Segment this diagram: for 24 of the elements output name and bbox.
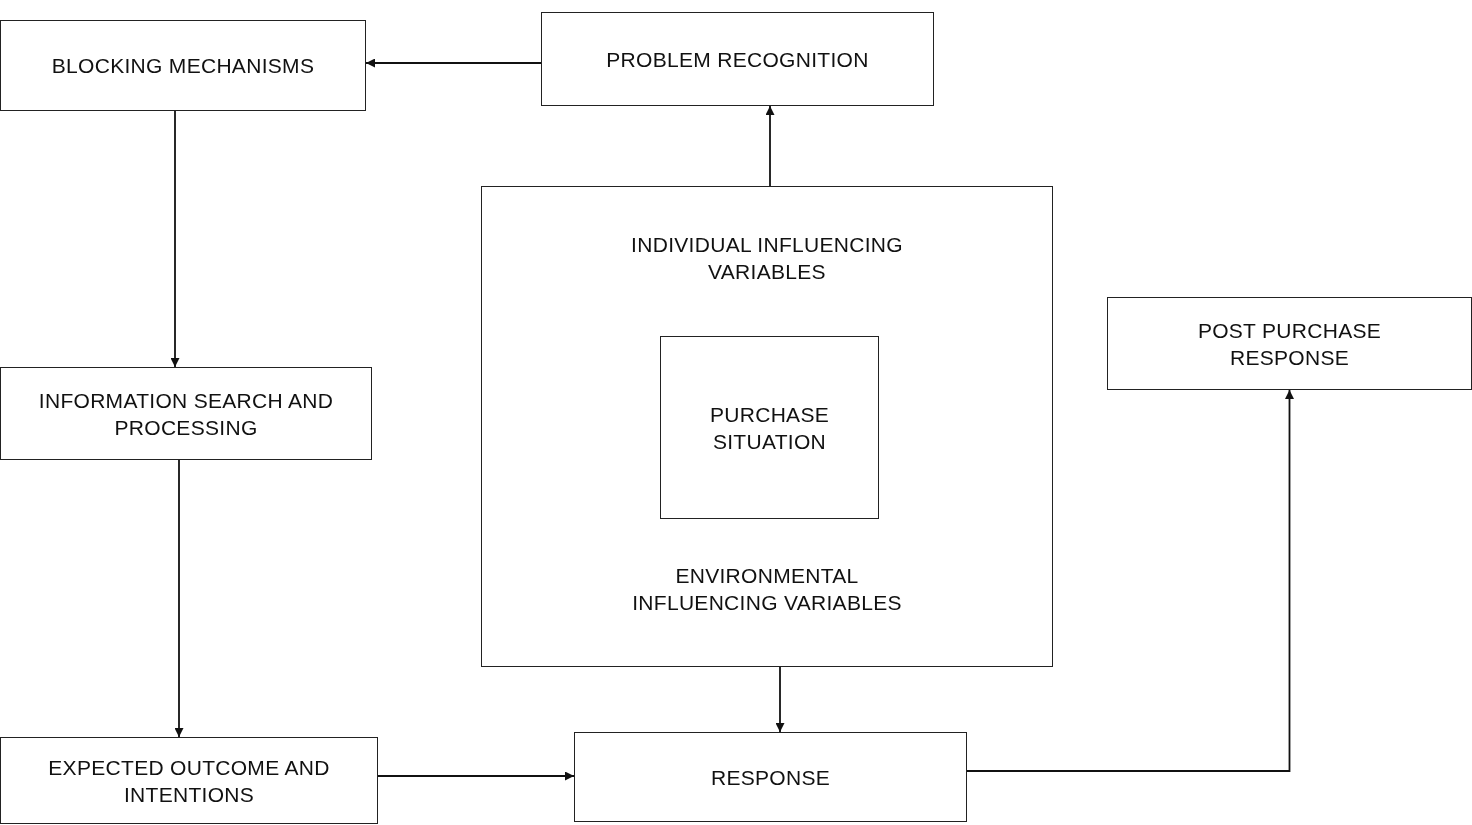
arrow: [765, 105, 775, 187]
arrow: [170, 110, 180, 368]
box-label: BLOCKING MECHANISMS: [51, 53, 315, 79]
box-label: PROBLEM RECOGNITION: [606, 46, 869, 73]
process-box: [481, 186, 1053, 667]
box-label: EXPECTED OUTCOME AND INTENTIONS: [47, 754, 331, 808]
process-box: [660, 336, 879, 519]
box-label: RESPONSE: [710, 764, 831, 791]
box-label: INDIVIDUAL INFLUENCING VARIABLES: [630, 232, 904, 285]
box-label: POST PURCHASE RESPONSE: [1196, 317, 1383, 371]
process-box: [1107, 297, 1472, 390]
arrow: [377, 771, 575, 781]
arrow: [174, 459, 184, 738]
process-box: [0, 20, 366, 111]
process-box: [574, 732, 967, 822]
box-label: ENVIRONMENTAL INFLUENCING VARIABLES: [631, 563, 903, 616]
process-box: [541, 12, 934, 106]
arrow: [365, 58, 542, 68]
arrow: [775, 666, 785, 733]
arrow: [966, 389, 1294, 772]
box-label: PURCHASE SITUATION: [708, 401, 831, 455]
process-box: [0, 367, 372, 460]
box-label: INFORMATION SEARCH AND PROCESSING: [37, 387, 335, 441]
process-box: [0, 737, 378, 824]
